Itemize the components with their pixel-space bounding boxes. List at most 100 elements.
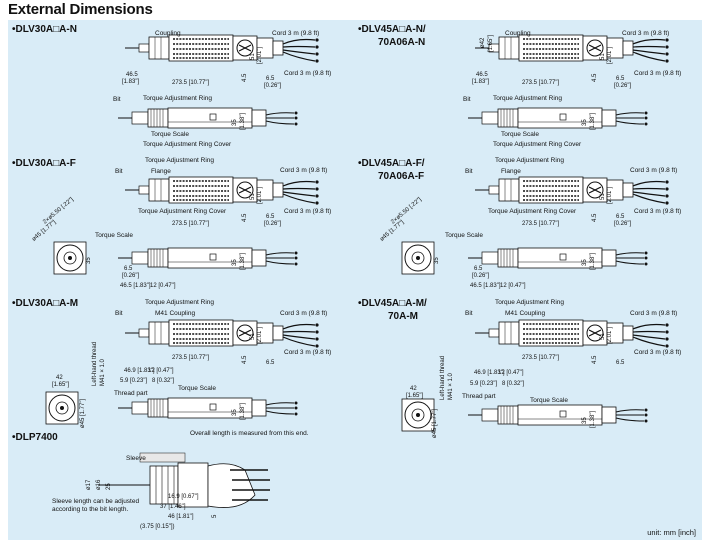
label-torque-scale: Torque Scale (95, 232, 133, 239)
dim-46-5-inch: [1.83"] (122, 79, 140, 85)
model-dlv45-n-2: 70A06A-N (378, 37, 426, 48)
model-dlv30-n: •DLV30A□A-N (12, 24, 77, 35)
dim-17: ø17 (86, 479, 92, 490)
model-dlv45-f: •DLV45A□A-F/ (358, 158, 425, 169)
model-dlv30-m: •DLV30A□A-M (12, 298, 79, 309)
label-bit: Bit (465, 310, 473, 317)
dim-35-inch: [1.38"] (240, 252, 246, 270)
label-bit: Bit (113, 96, 121, 103)
dim-51-inch: [2.01"] (257, 186, 263, 204)
label-tar: Torque Adjustment Ring (143, 95, 213, 102)
label-torque-scale: Torque Scale (151, 131, 189, 138)
dim-6-5: 6.5 (124, 266, 133, 272)
dim-273-5: 273.5 [10.77"] (522, 221, 560, 227)
label-cord: Cord 3 m (9.8 ft) (284, 208, 332, 215)
label-tarc: Torque Adjustment Ring Cover (138, 208, 227, 215)
dim-6-5: 6.5 (616, 76, 625, 82)
model-dlv45-m-2: 70A-M (388, 311, 419, 322)
dim-35-inch: [1.38"] (240, 402, 246, 420)
dim-51-inch: [2.01"] (607, 326, 613, 344)
label-torque-scale: Torque Scale (530, 397, 568, 404)
dim-273-5: 273.5 [10.77"] (172, 355, 210, 361)
label-m41: M41 × 1.0 (448, 373, 454, 400)
label-cord: Cord 3 m (9.8 ft) (634, 70, 682, 77)
dim-6-5: 6.5 (266, 76, 275, 82)
dim-35: 35 (582, 259, 588, 266)
dim-6-5-inch: [0.26"] (264, 221, 282, 227)
dim-35: 35 (232, 259, 238, 266)
dim-45m: ø45 [1.77"] (432, 408, 438, 438)
dim-12: 12 [0.47"] (500, 283, 526, 289)
dim-4-5: 4.5 (242, 213, 248, 222)
label-bit: Bit (465, 168, 473, 175)
label-cord: Cord 3 m (9.8 ft) (280, 310, 328, 317)
label-overall-note: Overall length is measured from this end… (190, 430, 309, 437)
dim-35: 35 (582, 119, 588, 126)
model-dlp7400: •DLP7400 (12, 432, 58, 443)
dim-46-5: 46.5 (126, 72, 138, 78)
dim-5: 5 (212, 514, 218, 518)
dim-42m-inch: [1.65"] (406, 393, 424, 399)
label-bit: Bit (115, 168, 123, 175)
dim-5-9: 5.9 [0.23"] (120, 378, 148, 384)
label-m41-coupling: M41 Coupling (155, 310, 196, 317)
label-torque-scale: Torque Scale (178, 385, 216, 392)
label-cord: Cord 3 m (9.8 ft) (284, 349, 332, 356)
dim-6-5: 6.5 (266, 360, 275, 366)
label-cord: Cord 3 m (9.8 ft) (284, 70, 332, 77)
label-m41: M41 × 1.0 (100, 359, 106, 386)
drawing-panel (8, 20, 702, 540)
dim-16-9: 16.9 [0.67"] (168, 494, 199, 500)
dim-8: 8 [0.32"] (502, 381, 525, 387)
dim-6-5-inch: [0.26"] (614, 83, 632, 89)
label-tarc: Torque Adjustment Ring Cover (488, 208, 577, 215)
label-cord: Cord 3 m (9.8 ft) (272, 30, 320, 37)
model-dlv45-m: •DLV45A□A-M/ (358, 298, 427, 309)
label-tar: Torque Adjustment Ring (495, 299, 565, 306)
label-sleeve-note: Sleeve length can be adjusted according … (52, 498, 140, 513)
model-dlv45-f-2: 70A06A-F (378, 171, 425, 182)
dim-46-5: 46.5 (476, 72, 488, 78)
dim-6-5-inch: [0.26"] (472, 273, 490, 279)
dim-42: ø42 (480, 37, 486, 48)
label-cord: Cord 3 m (9.8 ft) (280, 167, 328, 174)
label-tar: Torque Adjustment Ring (493, 95, 563, 102)
dim-35-inch: [1.38"] (240, 112, 246, 130)
label-tar: Torque Adjustment Ring (145, 299, 215, 306)
dim-273-5: 273.5 [10.77"] (522, 80, 560, 86)
dim-35: 35 (582, 417, 588, 424)
dim-42m-inch: [1.65"] (52, 382, 70, 388)
label-bit: Bit (463, 96, 471, 103)
dim-8: 8 [0.32"] (152, 378, 175, 384)
dim-4-5: 4.5 (592, 355, 598, 364)
label-left-hand-thread: Left-hand thread (92, 341, 98, 386)
label-torque-scale: Torque Scale (445, 232, 483, 239)
dim-6-5-inch: [0.26"] (264, 83, 282, 89)
dim-51: 51 (600, 193, 606, 200)
dim-12: 12 [0.47"] (150, 283, 176, 289)
dim-51-inch: [2.01"] (257, 326, 263, 344)
label-m41-coupling: M41 Coupling (505, 310, 546, 317)
dim-46: 46 [1.81"] (168, 514, 194, 520)
dim-46-5-inch: [1.83"] (472, 79, 490, 85)
label-tarc: Torque Adjustment Ring Cover (493, 141, 582, 148)
section-title: External Dimensions (8, 1, 153, 18)
label-cord: Cord 3 m (9.8 ft) (634, 208, 682, 215)
label-cord: Cord 3 m (9.8 ft) (630, 310, 678, 317)
unit-note: unit: mm [inch] (647, 528, 696, 537)
dim-35-inch: [1.38"] (590, 410, 596, 428)
dim-51: 51 (250, 333, 256, 340)
dim-51-inch: [2.01"] (257, 46, 263, 64)
dim-35: 35 (86, 257, 92, 264)
dim-12-3: 12 [0.47"] (498, 370, 524, 376)
dim-6-5-inch: [0.26"] (614, 221, 632, 227)
label-left-hand-thread: Left-hand thread (440, 355, 446, 400)
dim-3-75: (3.75 [0.15"]) (140, 524, 175, 530)
dim-6-5-inch: [0.26"] (122, 273, 140, 279)
dim-46-5-f: 46.5 [1.83"] (470, 283, 501, 289)
dim-6-5: 6.5 (266, 214, 275, 220)
label-coupling: Coupling (505, 30, 531, 37)
dim-273-5: 273.5 [10.77"] (172, 221, 210, 227)
dim-25: 25 (106, 483, 112, 490)
dim-51-inch: [2.01"] (607, 186, 613, 204)
